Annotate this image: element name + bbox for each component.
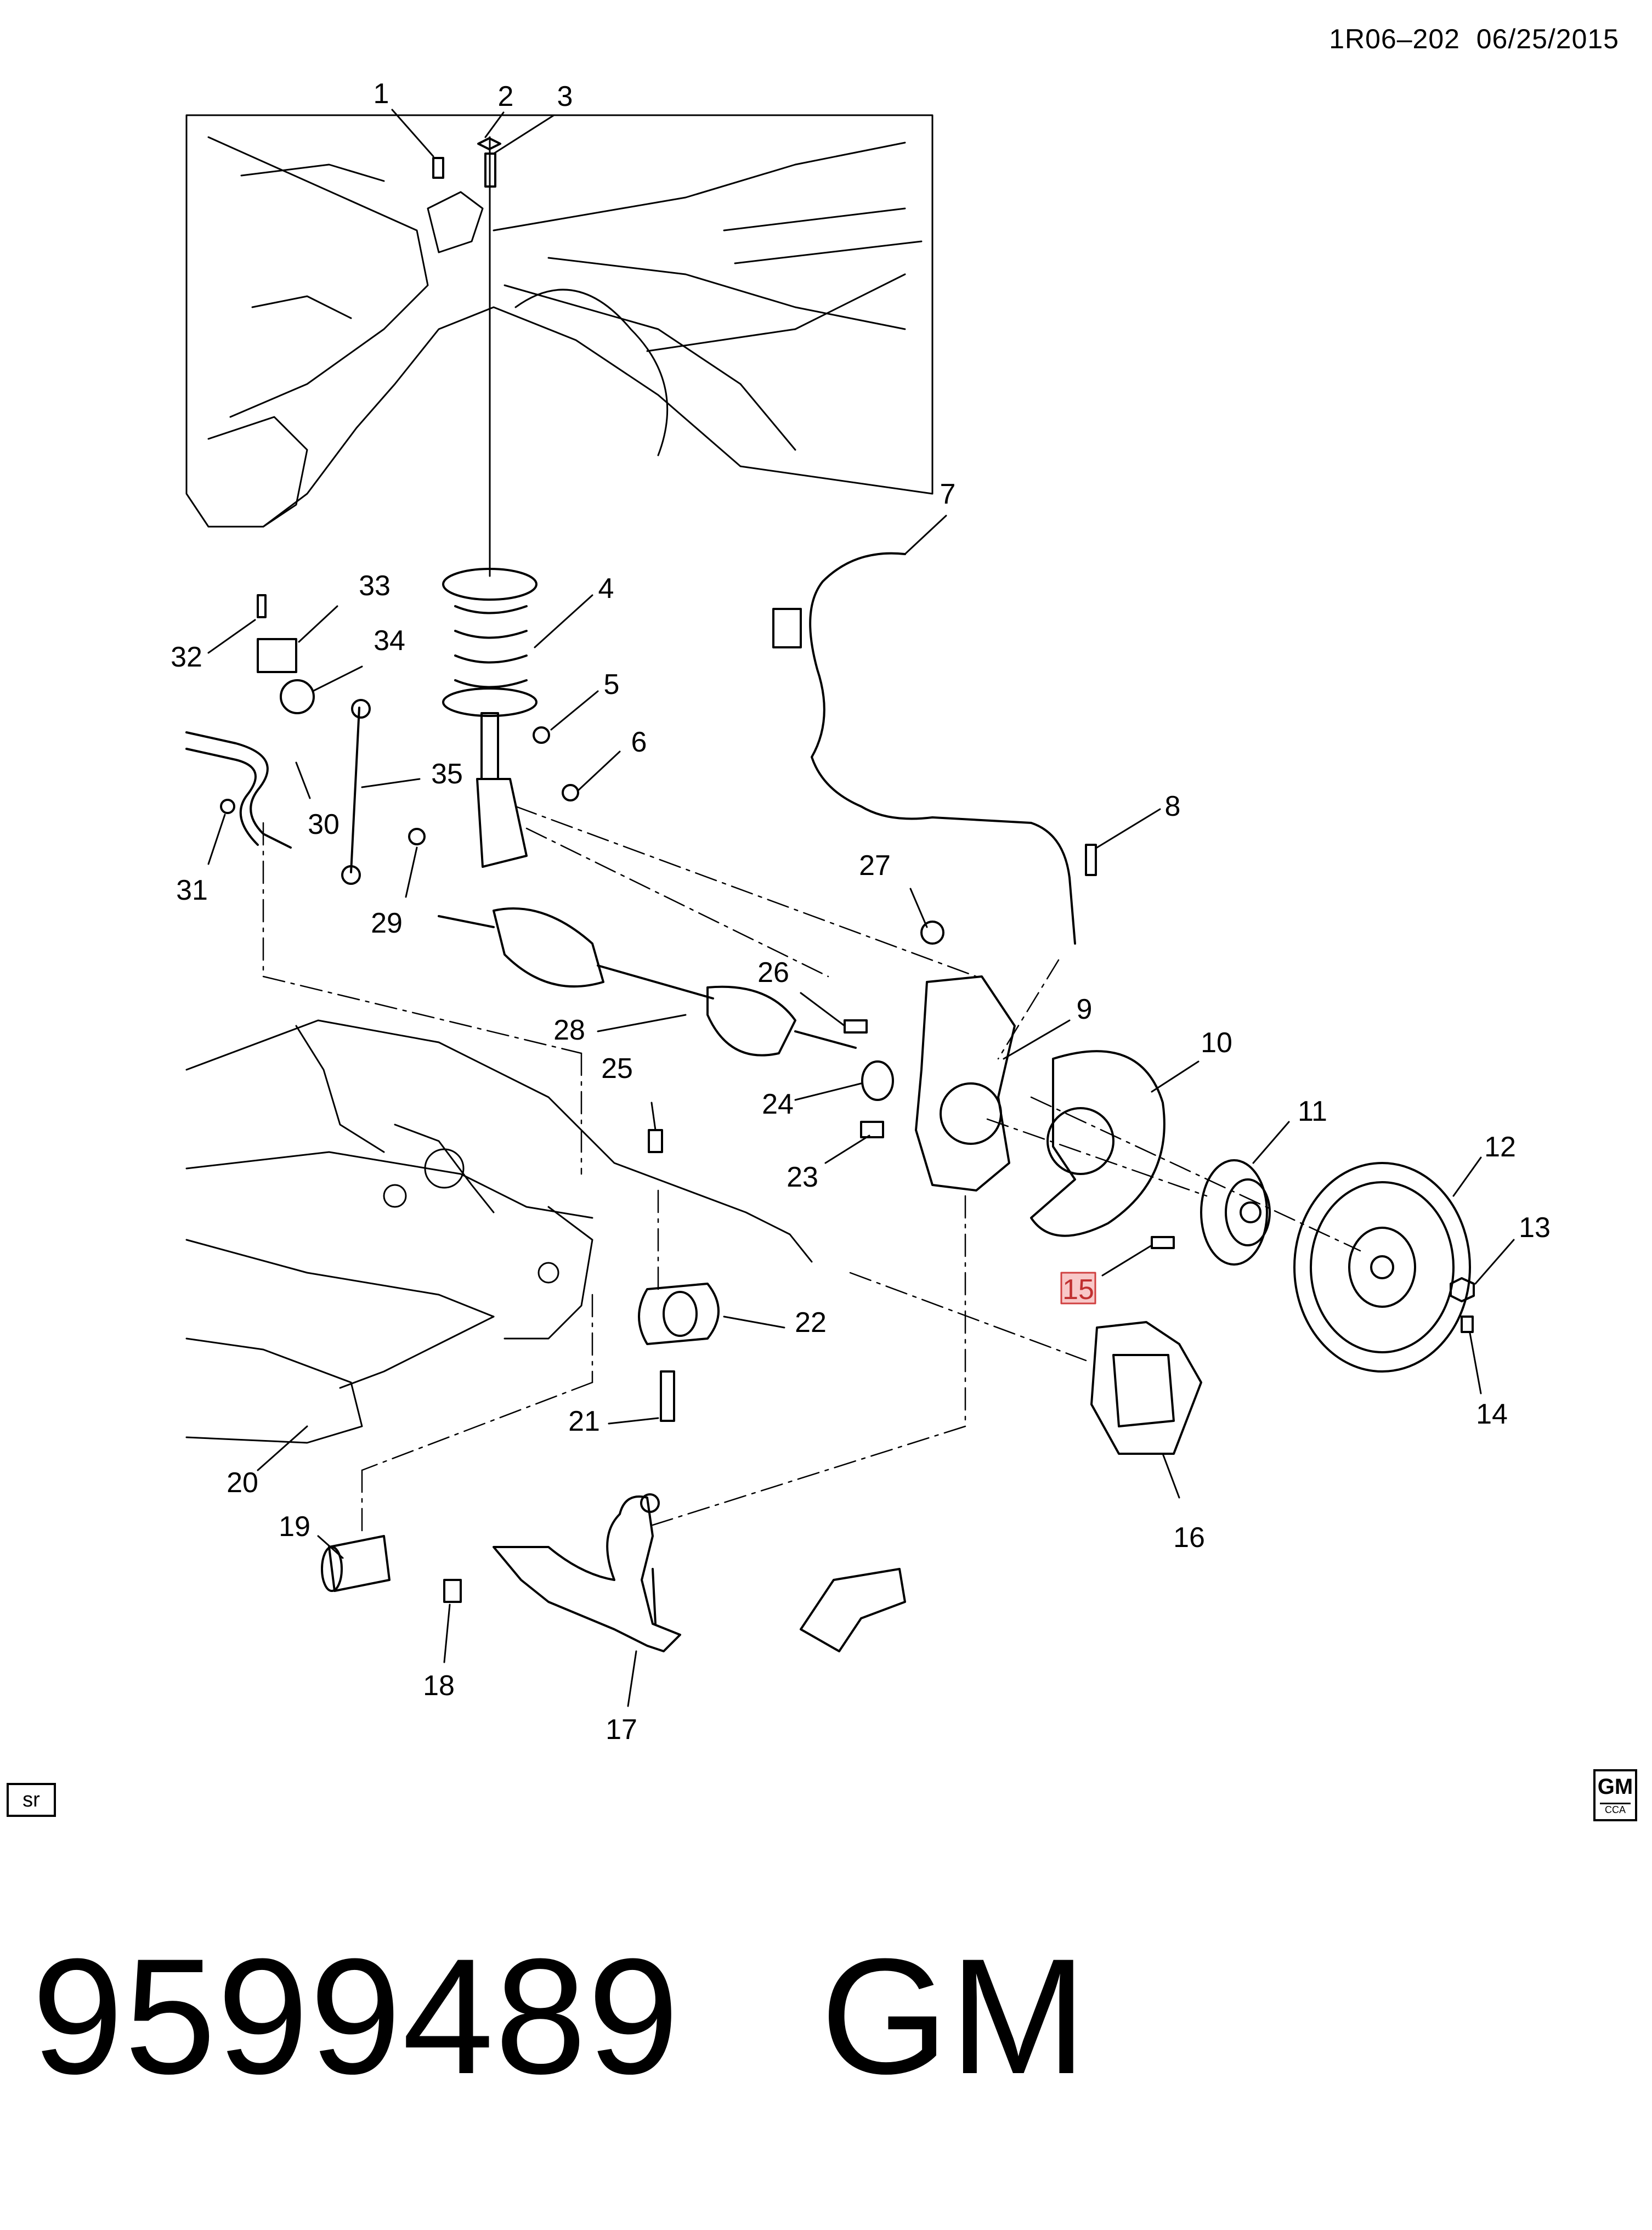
- bolt-1: [432, 157, 444, 179]
- callout-13: 13: [1519, 1212, 1551, 1244]
- callout-12: 12: [1484, 1131, 1516, 1163]
- callout-27: 27: [859, 850, 891, 882]
- callout-25: 25: [601, 1053, 633, 1085]
- callout-15: 15: [1062, 1274, 1094, 1306]
- screw-14: [1461, 1316, 1474, 1333]
- stud-3: [484, 153, 496, 188]
- stabilizer-link: [341, 699, 371, 885]
- bolt-8: [1085, 844, 1097, 876]
- callout-10: 10: [1201, 1027, 1232, 1059]
- callout-31: 31: [176, 874, 208, 906]
- callout-30: 30: [308, 809, 340, 840]
- strut-assembly: [442, 568, 538, 868]
- lower-control-arm: [493, 1493, 681, 1652]
- callout-35: 35: [431, 758, 463, 790]
- callout-6: 6: [631, 726, 647, 758]
- callout-3: 3: [557, 81, 573, 112]
- callout-9: 9: [1077, 993, 1093, 1025]
- callout-5: 5: [604, 669, 620, 701]
- callout-33: 33: [359, 570, 391, 602]
- part-number-footer: 9599489 GM: [32, 1934, 1088, 2098]
- callout-4: 4: [598, 573, 614, 605]
- drive-axle: [438, 907, 857, 1057]
- diagram-date: 06/25/2015: [1476, 24, 1619, 54]
- stabilizer-bar: [185, 638, 315, 849]
- callout-29: 29: [371, 907, 403, 939]
- callout-19: 19: [279, 1511, 310, 1543]
- nut-6: [562, 784, 579, 801]
- callout-32: 32: [171, 641, 202, 673]
- body-structure: [185, 114, 934, 528]
- front-arrow-icon: [800, 1568, 906, 1652]
- bushing-22: [638, 1283, 720, 1345]
- washer-24: [861, 1060, 894, 1101]
- bolt-23: [860, 1121, 884, 1138]
- callout-15-highlight: [1060, 1272, 1096, 1305]
- nut-5: [533, 726, 550, 744]
- wheel-speed-sensor: [772, 552, 1097, 945]
- callout-24: 24: [762, 1088, 794, 1120]
- gm-logo-sub: CCA: [1600, 1803, 1631, 1816]
- callout-17: 17: [606, 1714, 637, 1746]
- bolt-21: [660, 1370, 675, 1422]
- callout-23: 23: [787, 1161, 818, 1193]
- bushing-19: [321, 1535, 391, 1592]
- brake-caliper: [1090, 1321, 1202, 1455]
- part-number: 9599489: [32, 1924, 680, 2108]
- callout-20: 20: [227, 1467, 258, 1499]
- callout-28: 28: [553, 1014, 585, 1046]
- callout-2: 2: [498, 81, 514, 112]
- bolt-18: [443, 1579, 462, 1603]
- callout-16: 16: [1173, 1522, 1205, 1554]
- bolt-25: [648, 1129, 663, 1153]
- callout-8: 8: [1165, 791, 1181, 822]
- steering-knuckle: [915, 975, 1016, 1192]
- brake-rotor: [1293, 1162, 1471, 1373]
- dust-shield: [1030, 1050, 1166, 1237]
- diagram-code: 1R06–202: [1329, 24, 1460, 54]
- nut-2: [477, 137, 501, 150]
- gm-logo-text: GM: [1597, 1775, 1633, 1799]
- callout-14: 14: [1476, 1398, 1508, 1430]
- callout-22: 22: [795, 1307, 827, 1339]
- nut-31: [220, 799, 235, 814]
- callout-18: 18: [423, 1670, 455, 1702]
- callout-26: 26: [757, 957, 789, 989]
- gm-logo: GM CCA: [1593, 1769, 1637, 1821]
- sr-label: sr: [7, 1783, 56, 1817]
- bolt-29: [408, 828, 426, 845]
- bolt-32: [257, 594, 267, 618]
- callout-7: 7: [940, 478, 956, 510]
- callout-11: 11: [1298, 1096, 1327, 1127]
- nut-13: [1450, 1277, 1475, 1302]
- bolt-26: [844, 1019, 868, 1034]
- callout-34: 34: [374, 625, 405, 657]
- frame-cradle: [185, 1019, 813, 1444]
- bolt-15: [1151, 1236, 1175, 1249]
- callout-21: 21: [568, 1405, 600, 1437]
- footer-brand: GM: [820, 1924, 1088, 2108]
- nut-27: [920, 921, 944, 945]
- diagram-header: 1R06–202 06/25/2015: [1329, 23, 1619, 55]
- callout-1: 1: [374, 78, 389, 110]
- hub-bearing: [1200, 1159, 1271, 1266]
